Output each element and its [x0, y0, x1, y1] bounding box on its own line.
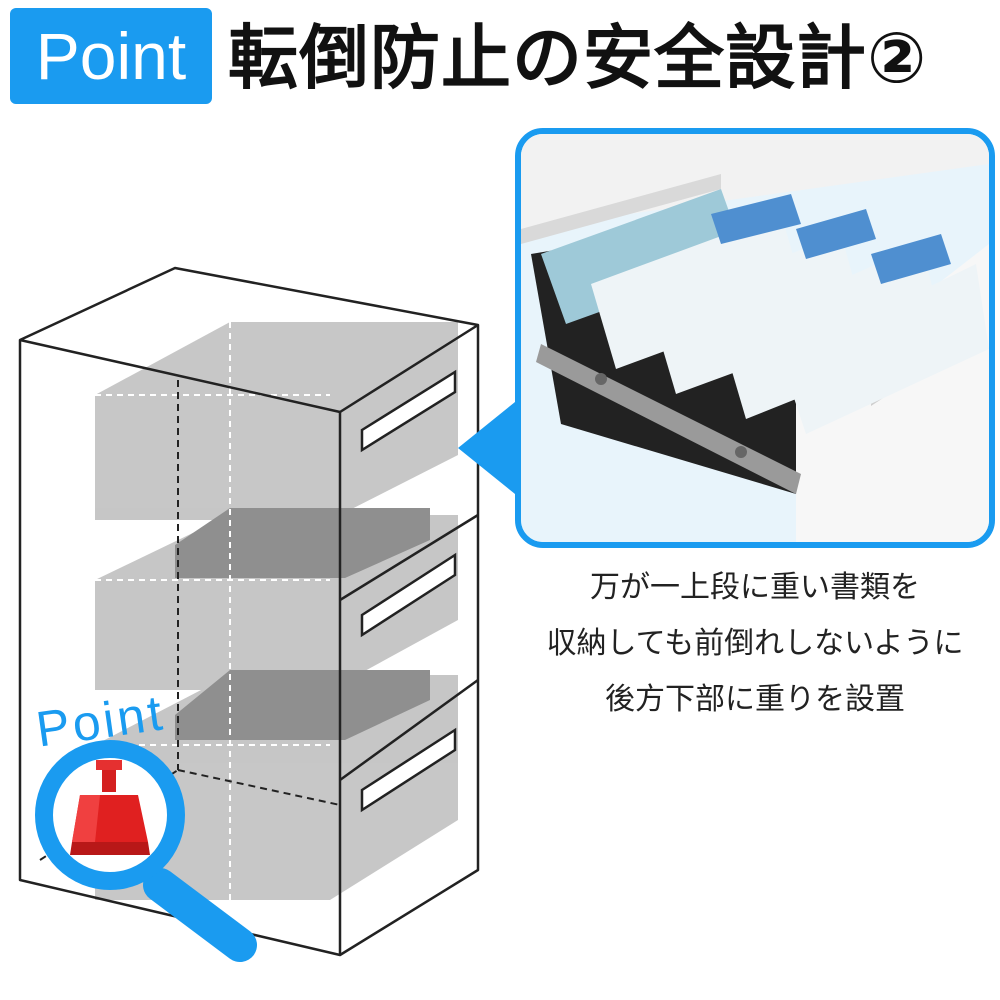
- point-badge: Point: [10, 8, 212, 104]
- page-title: 転倒防止の安全設計②: [228, 17, 928, 99]
- drawer-photo-drawing: [521, 134, 989, 542]
- caption-line: 後方下部に重りを設置: [605, 682, 905, 717]
- counterweight-icon: [70, 760, 150, 855]
- caption: 万が一上段に重い書類を 収納しても前倒れしないように 後方下部に重りを設置: [520, 560, 990, 728]
- callout-arrow: [458, 398, 520, 498]
- caption-line: 万が一上段に重い書類を: [590, 570, 920, 605]
- drawer-photo: [515, 128, 995, 548]
- caption-line: 収納しても前倒れしないように: [546, 626, 964, 661]
